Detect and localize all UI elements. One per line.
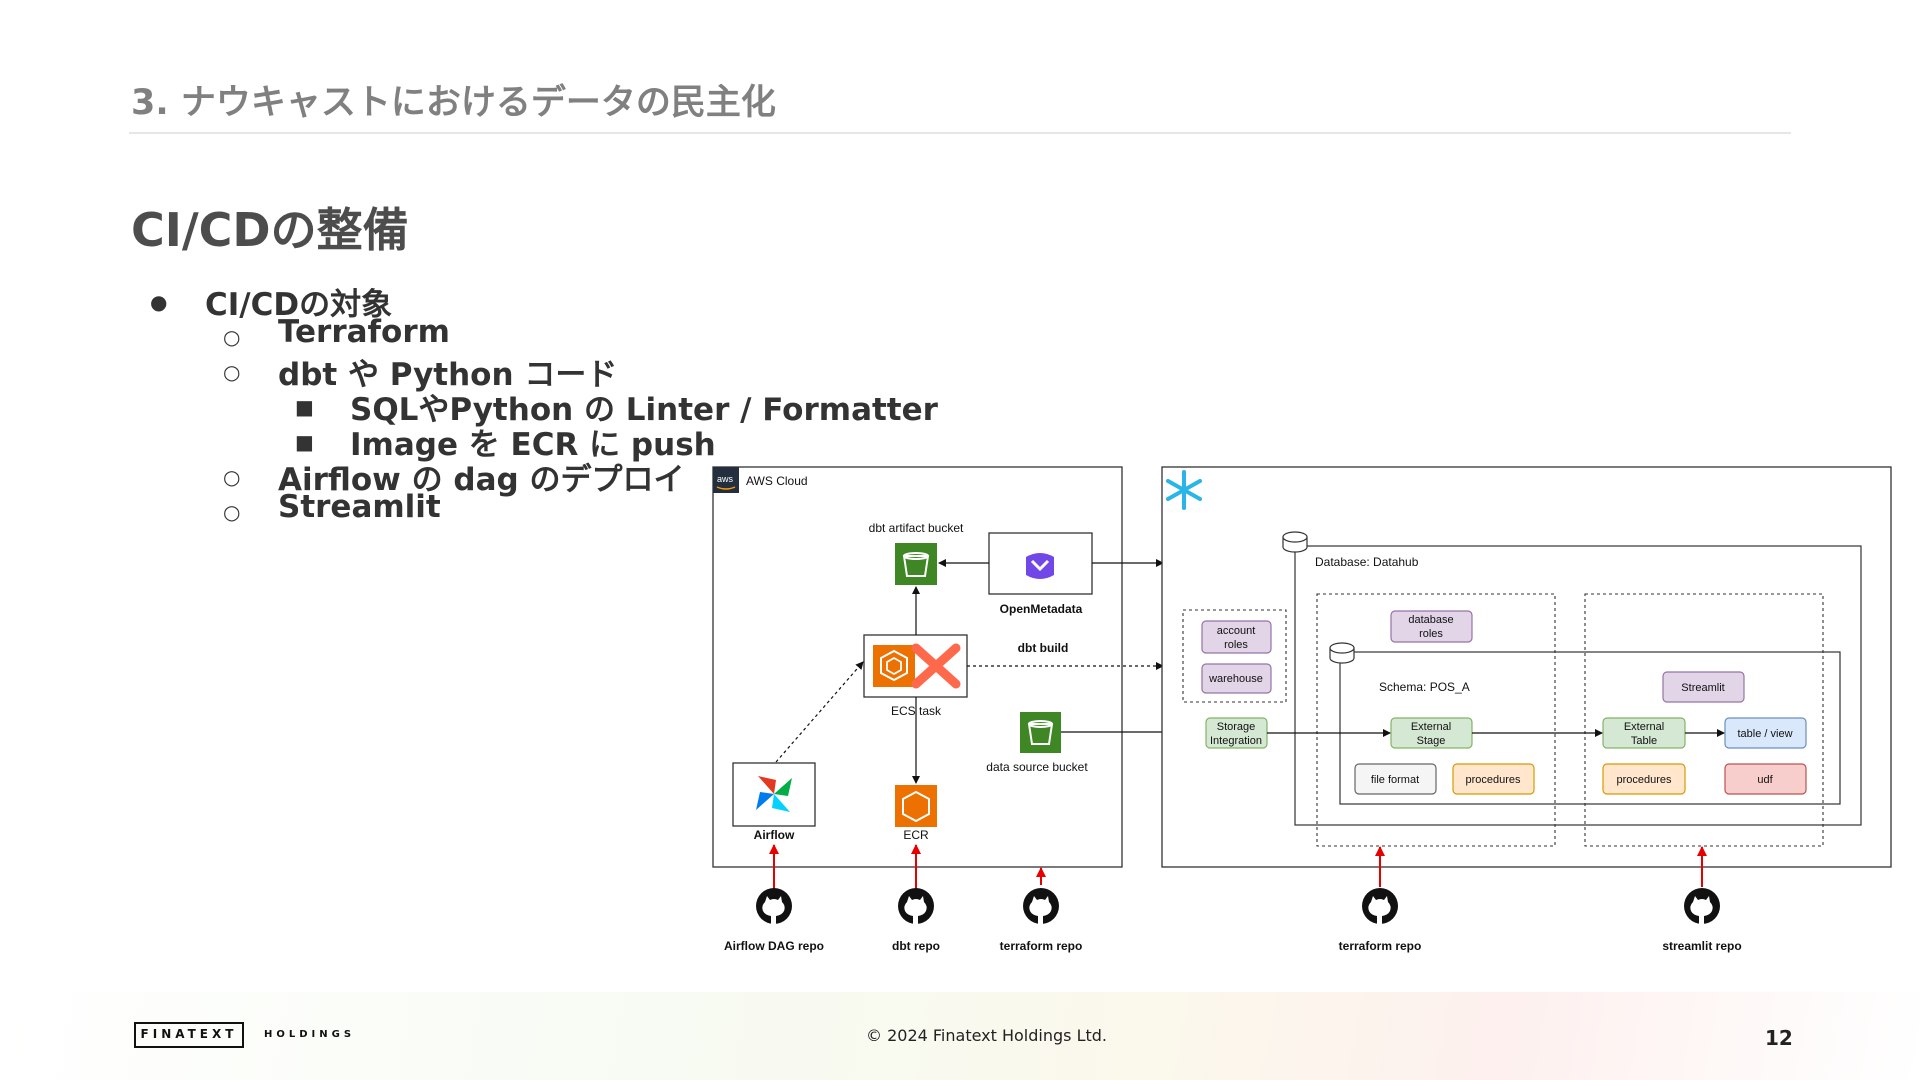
table-view-label: table / view — [1737, 728, 1792, 740]
bullet-item: SQLやPython の Linter / Formatter — [350, 392, 938, 428]
database-roles-label: roles — [1419, 628, 1443, 640]
warehouse-label: warehouse — [1208, 673, 1263, 685]
bullet-marker: ○ — [223, 325, 241, 349]
database-icon — [1329, 642, 1355, 664]
data-source-bucket-label: data source bucket — [986, 760, 1088, 774]
streamlit-label: Streamlit — [1681, 682, 1724, 694]
terraform-repo-label: terraform repo — [1339, 939, 1422, 953]
account-roles-label: roles — [1224, 639, 1248, 651]
airflow-to-ecs-arrow — [775, 661, 864, 763]
header-divider — [129, 132, 1791, 134]
table-view-box — [1724, 717, 1807, 749]
github-icon — [1684, 888, 1720, 924]
external-table-label: Table — [1631, 735, 1657, 747]
dbt-build-label: dbt build — [1018, 641, 1069, 655]
github-icon — [756, 888, 792, 924]
openmetadata-label: OpenMetadata — [1000, 602, 1083, 616]
bullet-marker: ■ — [295, 430, 314, 454]
bullet-item: dbt や Python コード — [278, 357, 618, 393]
database-roles-label: database — [1408, 614, 1453, 626]
airflow-label: Airflow — [754, 828, 795, 842]
dbt-artifact-bucket-label: dbt artifact bucket — [869, 521, 964, 535]
aws-cloud-label: AWS Cloud — [746, 474, 808, 488]
github-icon — [1362, 888, 1398, 924]
schema-label: Schema: POS_A — [1379, 680, 1470, 694]
procedures-box — [1602, 763, 1686, 795]
storage-integration-label: Storage — [1217, 721, 1256, 733]
terraform-scope-dashed — [1316, 593, 1556, 847]
streamlit-repo-label: streamlit repo — [1662, 939, 1741, 953]
snowflake-icon — [1166, 470, 1202, 510]
airflow-icon — [756, 776, 792, 812]
bullet-item: Airflow の dag のデプロイ — [278, 462, 685, 498]
ecr-icon — [895, 785, 937, 827]
schema-container — [1339, 651, 1841, 805]
account-group-dashed — [1182, 609, 1287, 703]
finatext-logo: FINATEXT — [134, 1022, 244, 1048]
airflow-dag-repo-label: Airflow DAG repo — [724, 939, 824, 953]
database-roles-box — [1390, 610, 1473, 643]
bullet-item: Streamlit — [278, 489, 441, 525]
bullet-marker: ○ — [223, 360, 241, 384]
bullet-item: Terraform — [278, 314, 450, 350]
udf-box — [1724, 763, 1807, 795]
finatext-logo-sub: HOLDINGS — [264, 1029, 356, 1040]
database-label: Database: Datahub — [1315, 555, 1419, 569]
external-stage-label: External — [1411, 721, 1451, 733]
bullet-marker: ○ — [223, 500, 241, 524]
external-stage-label: Stage — [1417, 735, 1446, 747]
warehouse-box — [1201, 663, 1272, 694]
account-roles-box — [1201, 620, 1272, 654]
account-roles-label: account — [1217, 625, 1256, 637]
storage-integration-label: Integration — [1210, 735, 1262, 747]
database-container — [1294, 545, 1862, 826]
database-icon — [1282, 531, 1308, 553]
procedures-box — [1452, 763, 1535, 795]
s3-bucket-icon — [895, 543, 937, 585]
aws-smile-icon — [716, 486, 736, 490]
procedures-label: procedures — [1616, 774, 1672, 786]
ecr-label: ECR — [903, 828, 929, 842]
dbt-icon — [911, 643, 961, 689]
github-icon — [1023, 888, 1059, 924]
s3-bucket-icon — [1020, 712, 1061, 753]
slide-title: CI/CDの整備 — [131, 203, 409, 257]
terraform-repo-label: terraform repo — [1000, 939, 1083, 953]
footer-gradient — [0, 992, 1920, 1080]
section-title: 3. ナウキャストにおけるデータの民主化 — [131, 83, 776, 123]
snowflake-container — [1161, 466, 1892, 868]
procedures-label: procedures — [1465, 774, 1521, 786]
udf-label: udf — [1757, 774, 1773, 786]
github-icon — [898, 888, 934, 924]
ecs-icon — [873, 645, 915, 687]
bullet-item: CI/CDの対象 — [205, 287, 393, 323]
external-table-label: External — [1624, 721, 1664, 733]
aws-badge: aws — [717, 474, 734, 484]
dbt-repo-label: dbt repo — [892, 939, 940, 953]
openmetadata-icon — [1026, 553, 1054, 579]
bullet-marker: ■ — [295, 395, 314, 419]
file-format-box — [1354, 763, 1437, 795]
bullet-marker: ○ — [223, 465, 241, 489]
bullet-item: Image を ECR に push — [350, 427, 716, 463]
bullet-marker: ● — [150, 290, 168, 314]
streamlit-box — [1662, 671, 1745, 703]
file-format-label: file format — [1371, 774, 1419, 786]
copyright: © 2024 Finatext Holdings Ltd. — [866, 1026, 1107, 1045]
page-number: 12 — [1765, 1026, 1793, 1050]
